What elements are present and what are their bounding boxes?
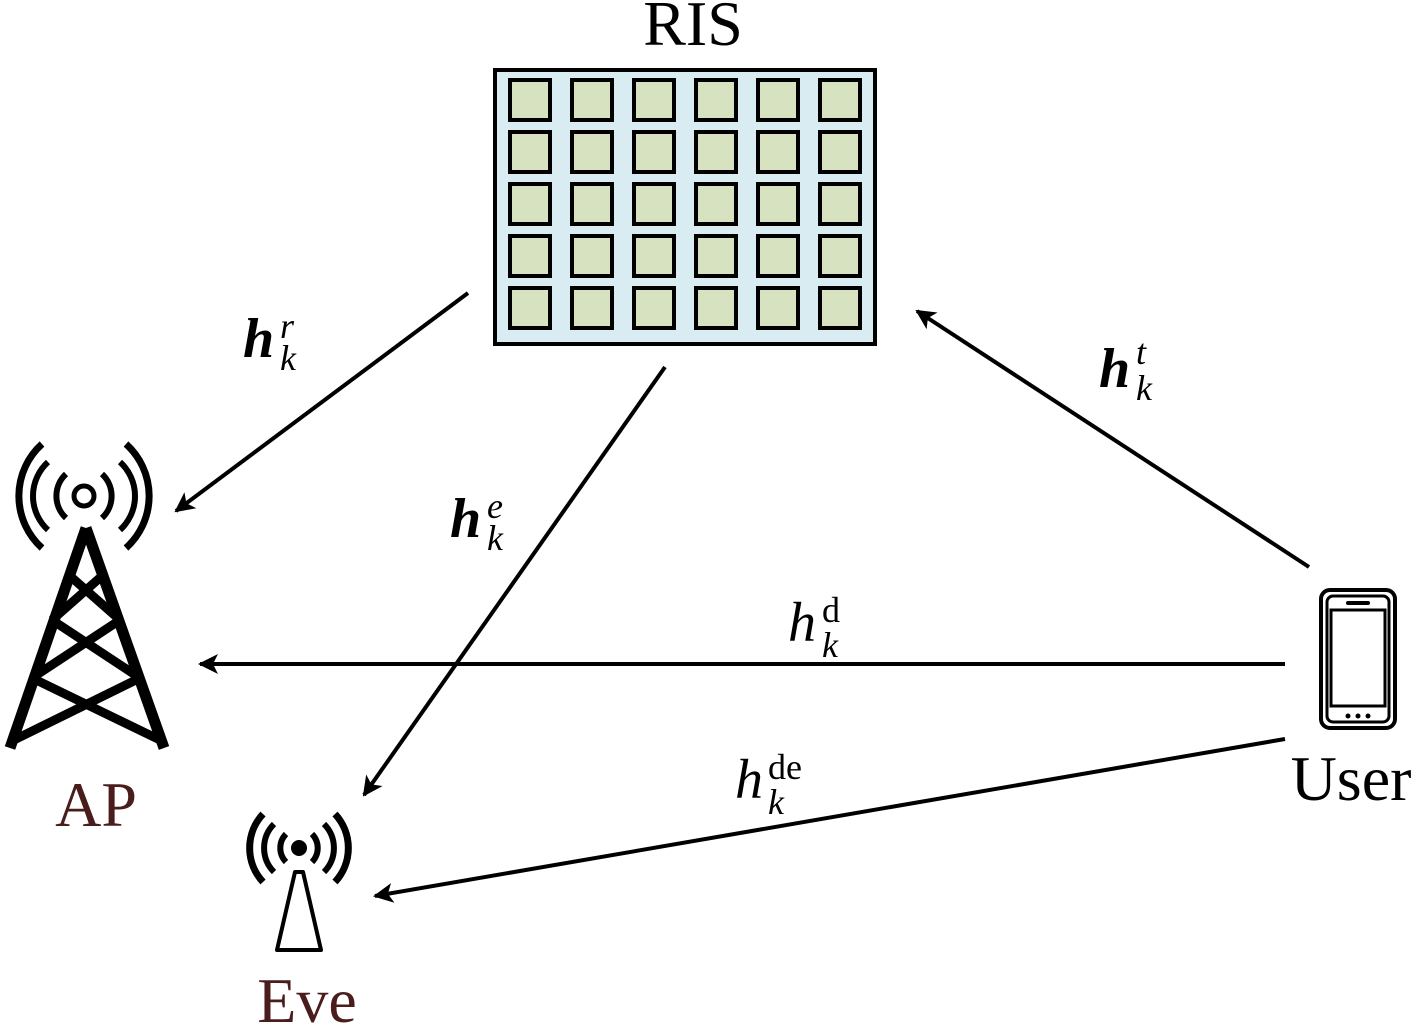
ris-element (570, 130, 614, 174)
channel-arrow-user-to-eve (373, 737, 1286, 903)
svg-text:h: h (243, 308, 274, 370)
svg-text:h: h (735, 749, 763, 811)
ris-panel (493, 68, 877, 346)
ris-element (508, 78, 552, 122)
channel-h-r-sub: k (280, 338, 297, 378)
ris-element (694, 78, 738, 122)
ris-element (694, 286, 738, 330)
ris-element (632, 78, 676, 122)
ris-element (570, 78, 614, 122)
channel-h-de-sub: k (768, 782, 785, 822)
ris-element (756, 286, 800, 330)
channel-h-d-base: h (788, 592, 816, 654)
ris-element (632, 234, 676, 278)
channel-h-t-sup: t (1136, 332, 1147, 372)
channel-label-h-d: h d k (788, 590, 840, 665)
ris-element (632, 182, 676, 226)
ris-element (818, 182, 862, 226)
radio-tower-icon (4, 441, 170, 750)
ris-element (508, 130, 552, 174)
smartphone-icon (1319, 588, 1397, 730)
reflecting-surface-icon (493, 68, 877, 346)
channel-label-h-e: h e k (450, 486, 504, 558)
ap-label: AP (55, 769, 137, 840)
user-label: User (1291, 743, 1412, 814)
ris-element (756, 182, 800, 226)
ris-element (694, 234, 738, 278)
antenna-icon (246, 811, 352, 952)
ris-element (694, 130, 738, 174)
ris-element (756, 78, 800, 122)
svg-text:h: h (788, 592, 816, 654)
channel-h-d-sub: k (822, 625, 839, 665)
channel-h-de-base: h (735, 749, 763, 811)
channel-h-d-sup: d (822, 590, 840, 630)
ris-elements (508, 78, 862, 330)
channel-h-r-sup: r (280, 306, 295, 346)
channel-arrow-ris-to-eve (362, 365, 667, 797)
ris-label: RIS (643, 0, 743, 59)
eve-label: Eve (257, 965, 357, 1026)
ris-element (818, 78, 862, 122)
ris-element (508, 286, 552, 330)
ris-element (632, 286, 676, 330)
channel-h-e-base: h (450, 488, 481, 550)
ris-element (570, 286, 614, 330)
ris-element (756, 234, 800, 278)
ris-element (756, 130, 800, 174)
svg-text:h: h (450, 488, 481, 550)
ris-element (694, 182, 738, 226)
channel-h-e-sub: k (487, 518, 504, 558)
channel-label-h-r: h r k (243, 306, 297, 378)
svg-text:h: h (1099, 338, 1130, 400)
ris-element (818, 130, 862, 174)
channel-arrow-user-to-ris (915, 309, 1311, 569)
ris-element (818, 234, 862, 278)
ris-element (570, 182, 614, 226)
channel-h-t-sub: k (1136, 368, 1153, 408)
channel-h-e-sup: e (487, 486, 503, 526)
ris-element (508, 182, 552, 226)
channel-h-t-base: h (1099, 338, 1130, 400)
channel-h-r-base: h (243, 308, 274, 370)
channel-h-de-sup: de (768, 747, 802, 787)
ris-element (818, 286, 862, 330)
ris-element (632, 130, 676, 174)
channel-label-h-t: h t k (1099, 332, 1153, 408)
channel-label-h-de: h de k (735, 747, 802, 822)
ris-element (570, 234, 614, 278)
channel-arrow-ris-to-ap (174, 291, 470, 513)
ris-element (508, 234, 552, 278)
